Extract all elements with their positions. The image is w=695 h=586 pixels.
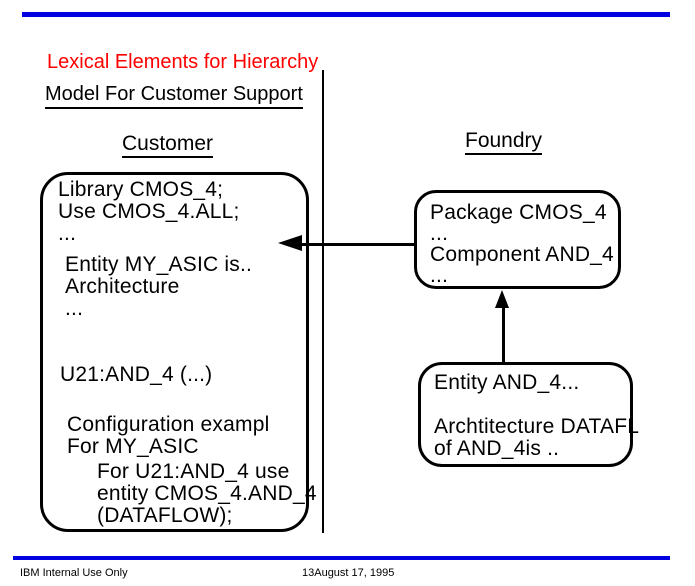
arrow-package-to-customer-line	[298, 243, 414, 246]
package-box-line: Package CMOS_4	[430, 201, 607, 224]
package-box-line: ...	[430, 264, 449, 287]
footer-date: 13August 17, 1995	[302, 567, 395, 579]
customer-box-line: entity CMOS_4.AND_4	[97, 482, 317, 505]
customer-box-line: ...	[65, 297, 84, 320]
customer-box-line: Use CMOS_4.ALL;	[58, 200, 240, 223]
arrow-up-head-icon	[495, 290, 509, 308]
customer-box-line: Configuration exampl	[67, 413, 270, 436]
package-box-line: ...	[430, 222, 449, 245]
customer-box-line: For MY_ASIC	[67, 435, 199, 458]
customer-box-line: Library CMOS_4;	[58, 178, 224, 201]
arrow-entity-to-package-line	[502, 306, 505, 362]
customer-column-heading: Customer	[122, 132, 214, 158]
package-box-line: Component AND_4	[430, 243, 614, 266]
customer-box-line: Entity MY_ASIC is..	[65, 253, 253, 276]
top-rule	[22, 12, 670, 17]
bottom-rule	[13, 556, 670, 560]
entity-box-line: Entity AND_4...	[434, 371, 580, 394]
slide-subtitle: Model For Customer Support	[45, 82, 303, 109]
foundry-entity-box	[418, 362, 633, 467]
customer-box-line: U21:AND_4 (...)	[60, 363, 213, 386]
arrow-left-head-icon	[278, 235, 302, 251]
slide-title: Lexical Elements for Hierarchy	[47, 51, 319, 73]
customer-box-line: For U21:AND_4 use	[97, 460, 290, 483]
foundry-package-box	[414, 190, 621, 289]
customer-box-line: Architecture	[65, 275, 180, 298]
column-divider-line	[322, 70, 324, 533]
customer-box-line: ...	[58, 222, 77, 245]
customer-code-box	[40, 172, 309, 532]
entity-box-line: Archtitecture DATAFL	[434, 415, 640, 438]
customer-box-line: (DATAFLOW);	[97, 504, 233, 527]
entity-box-line: of AND_4is ..	[434, 437, 560, 460]
footer-classification: IBM Internal Use Only	[20, 567, 128, 579]
foundry-column-heading: Foundry	[465, 129, 543, 155]
